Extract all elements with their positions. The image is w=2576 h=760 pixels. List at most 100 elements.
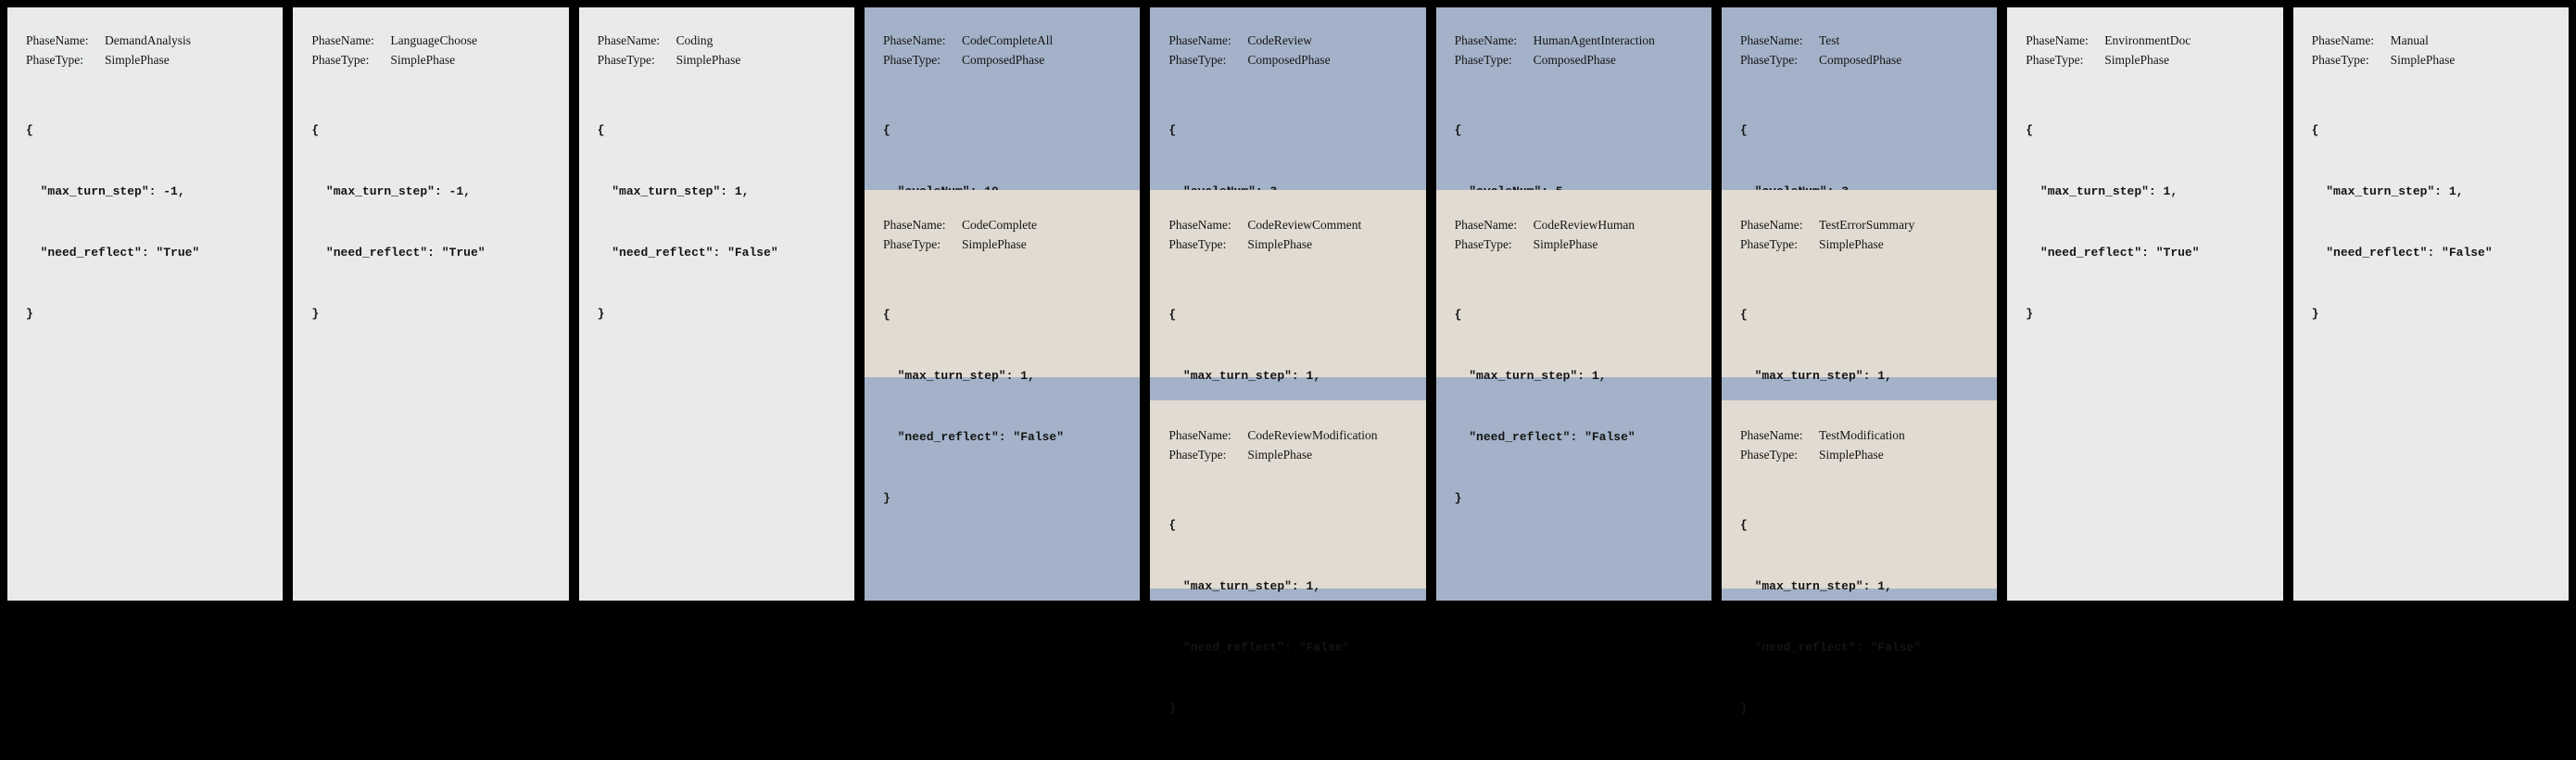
phase-type-label: PhaseType: [1168, 237, 1227, 251]
phase-info: PhaseName: DemandAnalysis PhaseType: Simpl… [7, 7, 283, 365]
phase-type-label: PhaseType: [26, 53, 84, 67]
phase-type-value: ComposedPhase [961, 53, 1045, 67]
composed-phase-filler [1150, 589, 1425, 601]
phase-name-row: PhaseName: CodeReview [1168, 31, 1418, 50]
phase-card-coding: PhaseName: Coding PhaseType:SimplePhase {… [578, 7, 854, 601]
phase-name-value: LanguageChoose [390, 33, 478, 47]
phase-type-label: PhaseType: [882, 237, 941, 251]
phase-type-row: PhaseType:SimplePhase [598, 50, 847, 70]
phase-type-row: PhaseType:ComposedPhase [1455, 50, 1704, 70]
phase-name-row: PhaseName:HumanAgentInteraction [1455, 31, 1704, 50]
phase-name-label: PhaseName: [1739, 33, 1803, 47]
composed-phase-gap [1150, 377, 1425, 400]
phase-type-label: PhaseType: [2026, 53, 2084, 67]
phase-name-row: PhaseName: TestErrorSummary [1740, 215, 1989, 234]
subphase-panel-code-review-comment: PhaseName:CodeReviewComment PhaseType:Si… [1150, 190, 1426, 505]
phase-type-value: ComposedPhase [1247, 53, 1331, 67]
phase-type-label: PhaseType: [1739, 237, 1799, 251]
phase-type-value: SimplePhase [105, 53, 170, 67]
composed-phase-filler [865, 377, 1140, 601]
phase-name-label: PhaseName: [1739, 428, 1803, 442]
phase-name-label: PhaseName: [26, 33, 89, 47]
config-line: } [26, 307, 33, 321]
phase-name-label: PhaseName: [597, 33, 661, 47]
config-line: "max_turn_step": 1, [1454, 369, 1607, 383]
config-line: "max_turn_step": -1, [311, 184, 471, 198]
phase-type-value: SimplePhase [1818, 237, 1884, 251]
phase-name-row: PhaseName: DemandAnalysis [26, 31, 275, 50]
phase-type-value: SimplePhase [1247, 448, 1313, 462]
composed-phase-header: PhaseName:Test PhaseType:ComposedPhase {… [1722, 7, 1997, 260]
phase-name-value: CodeCompleteAll [961, 33, 1054, 47]
composed-phase-filler [1722, 589, 1997, 601]
phase-name-value: TestModification [1818, 428, 1905, 442]
phase-name-label: PhaseName: [1739, 218, 1803, 232]
config-line: } [882, 491, 890, 505]
phase-name-value: Manual [2390, 33, 2429, 47]
phase-type-label: PhaseType: [1454, 53, 1512, 67]
phase-name-value: DemandAnalysis [105, 33, 191, 47]
config-line: "need_reflect": "False" [2311, 246, 2493, 260]
phase-name-row: PhaseName: LanguageChoose [311, 31, 561, 50]
config-line: "max_turn_step": 1, [2311, 184, 2464, 198]
phase-config-json: { "max_turn_step": 1, "need_reflect": "F… [1455, 264, 1704, 550]
phase-type-row: PhaseType:SimplePhase [1168, 445, 1418, 464]
phase-type-value: SimplePhase [2390, 53, 2456, 67]
phase-type-row: PhaseType: SimplePhase [2312, 50, 2561, 70]
config-line: } [1739, 702, 1748, 716]
phase-name-value: Coding [676, 33, 713, 47]
phase-type-value: SimplePhase [1818, 448, 1884, 462]
phase-name-value: CodeReviewHuman [1533, 218, 1635, 232]
phase-config-figure: PhaseName: DemandAnalysis PhaseType: Simpl… [7, 7, 2569, 716]
subphase-panel-test-error-summary: PhaseName: TestErrorSummary PhaseType: Sim… [1721, 190, 1998, 505]
config-line: } [311, 307, 320, 321]
phase-name-row: PhaseName:Test [1740, 31, 1989, 50]
phase-config-json: { "max_turn_step": 1, "need_reflect": "F… [2312, 80, 2561, 365]
phase-card-code-review: PhaseName: CodeReview PhaseType: ComposedP… [1150, 7, 1426, 716]
config-line: { [26, 123, 33, 137]
phase-type-value: SimplePhase [390, 53, 456, 67]
phase-name-label: PhaseName: [1168, 428, 1231, 442]
phase-name-label: PhaseName: [311, 33, 374, 47]
phase-card-code-complete-all: PhaseName:CodeCompleteAll PhaseType:Comp… [864, 7, 1141, 601]
phase-name-label: PhaseName: [1168, 218, 1231, 232]
subphase-panel-test-modification: PhaseName:TestModification PhaseType:Sim… [1721, 400, 1998, 716]
phase-type-label: PhaseType: [597, 53, 655, 67]
phase-type-row: PhaseType:SimplePhase [1455, 234, 1704, 254]
config-line: } [597, 307, 605, 321]
phase-name-label: PhaseName: [1168, 33, 1231, 47]
phase-type-value: SimplePhase [1247, 237, 1313, 251]
phase-name-row: PhaseName:CodeComplete [883, 215, 1132, 234]
phase-name-row: PhaseName:Manual [2312, 31, 2561, 50]
phase-type-label: PhaseType: [2311, 53, 2369, 67]
config-line: { [1168, 123, 1177, 137]
config-line: } [1454, 491, 1462, 505]
config-line: "max_turn_step": 1, [1168, 369, 1321, 383]
config-line: { [1168, 308, 1177, 322]
phase-name-value: CodeComplete [961, 218, 1037, 232]
phase-name-value: CodeReviewModification [1247, 428, 1378, 442]
phase-name-row: PhaseName:CodeReviewComment [1168, 215, 1418, 234]
config-line: "need_reflect": "True" [311, 246, 486, 260]
config-line: "need_reflect": "False" [1454, 430, 1635, 444]
phase-type-row: PhaseType:ComposedPhase [883, 50, 1132, 70]
subphase-panel-code-review-modification: PhaseName: CodeReviewModification PhaseTy… [1150, 400, 1426, 716]
config-line: { [597, 123, 605, 137]
phase-card-test: PhaseName:Test PhaseType:ComposedPhase {… [1721, 7, 1998, 716]
phase-name-row: PhaseName:EnvironmentDoc [2026, 31, 2275, 50]
phase-name-value: TestErrorSummary [1818, 218, 1915, 232]
phase-name-label: PhaseName: [1454, 33, 1518, 47]
phase-card-human-agent-interaction: PhaseName:HumanAgentInteraction PhaseTyp… [1435, 7, 1711, 601]
config-line: "need_reflect": "True" [26, 246, 200, 260]
phase-config-json: { "max_turn_step": 1, "need_reflect": "F… [1168, 475, 1418, 760]
config-line: { [1739, 123, 1748, 137]
phase-config-json: { "max_turn_step": 1, "need_reflect": "T… [2026, 80, 2275, 365]
config-line: "max_turn_step": 1, [1168, 579, 1321, 593]
phase-name-row: PhaseName:CodeCompleteAll [883, 31, 1132, 50]
config-line: "need_reflect": "False" [1739, 640, 1922, 654]
phase-name-label: PhaseName: [1454, 218, 1518, 232]
phase-name-value: CodeReview [1247, 33, 1313, 47]
phase-card-demand-analysis: PhaseName: DemandAnalysis PhaseType: Simpl… [7, 7, 284, 601]
config-line: { [2311, 123, 2319, 137]
config-line: "max_turn_step": 1, [1739, 579, 1892, 593]
